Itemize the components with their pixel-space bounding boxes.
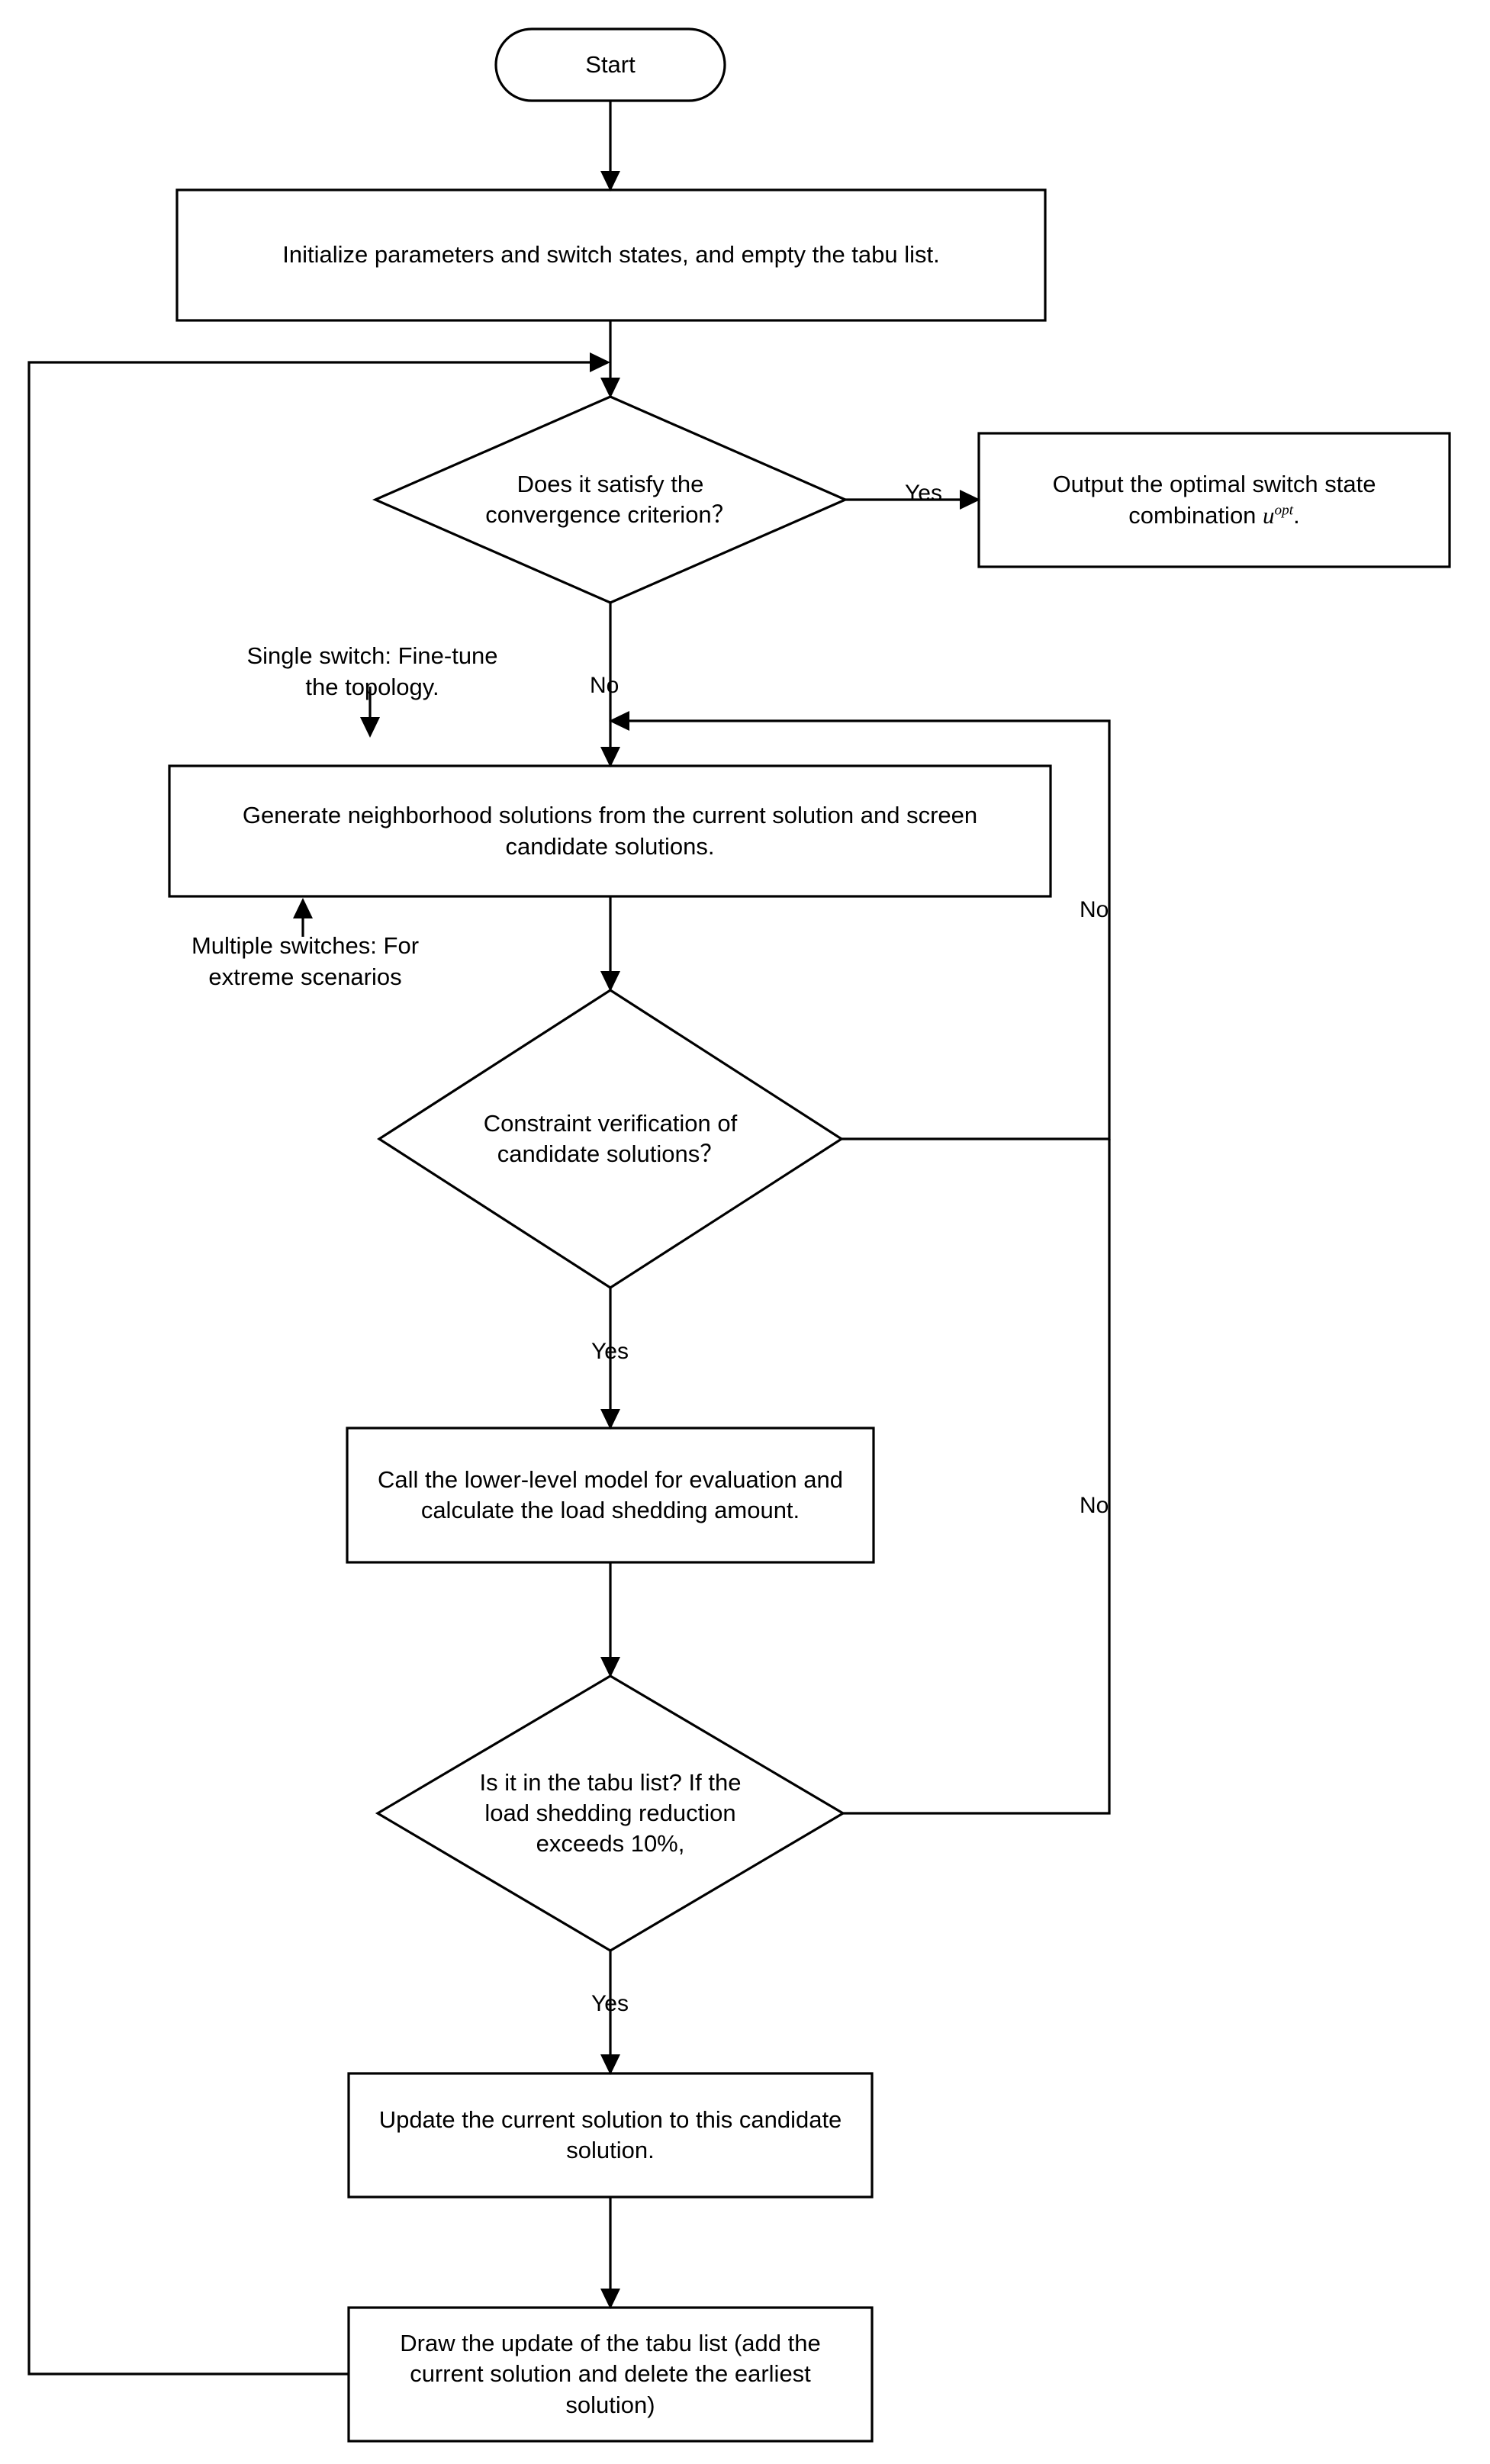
- arrowhead-constraint-no: [609, 711, 629, 731]
- edge-label-convergence-no: No: [590, 673, 619, 698]
- arrowhead-initialize-to-convergence: [600, 378, 620, 398]
- arrowhead-feedback-loop: [590, 352, 610, 372]
- node-start-shape[interactable]: [494, 27, 726, 102]
- arrowhead-annotation-single-switch: [360, 717, 380, 738]
- node-generate-shape[interactable]: [168, 764, 1052, 898]
- edge-label-convergence-yes: Yes: [905, 481, 942, 506]
- arrowhead-update-solution-to-tabu: [600, 2289, 620, 2309]
- arrowhead-generate-to-constraint: [600, 971, 620, 992]
- annotation-multiple-switches: Multiple switches: For extreme scenarios: [191, 932, 420, 990]
- edge-label-tabu-no: No: [1080, 1493, 1109, 1518]
- arrowhead-annotation-multiple-switches: [293, 898, 313, 918]
- edge-feedback-loop: [27, 361, 600, 2376]
- node-tabu-check-shape[interactable]: [375, 1674, 846, 1952]
- node-update-tabu-shape[interactable]: [347, 2306, 874, 2443]
- edge-tabu-no: [843, 1139, 1111, 1815]
- arrowhead-convergence-yes: [960, 490, 980, 510]
- arrowhead-constraint-yes: [600, 1409, 620, 1430]
- arrowhead-start-to-initialize: [600, 171, 620, 191]
- node-output-shape[interactable]: [977, 432, 1451, 568]
- node-initialize-shape[interactable]: [175, 188, 1047, 322]
- edge-label-constraint-yes: Yes: [591, 1339, 629, 1364]
- node-update-solution-shape[interactable]: [347, 2072, 874, 2199]
- node-evaluate-shape[interactable]: [346, 1427, 875, 1564]
- annotation-single-switch: Single switch: Fine-tune the topology.: [246, 642, 498, 700]
- node-constraint-shape[interactable]: [377, 989, 844, 1289]
- arrowhead-convergence-no: [600, 747, 620, 767]
- node-convergence-shape[interactable]: [372, 395, 848, 604]
- arrowhead-evaluate-to-tabu: [600, 1657, 620, 1678]
- edge-constraint-no: [619, 719, 1111, 1140]
- arrowhead-tabu-yes: [600, 2054, 620, 2075]
- edge-label-tabu-yes: Yes: [591, 1991, 629, 2016]
- edge-label-constraint-no: No: [1080, 897, 1109, 922]
